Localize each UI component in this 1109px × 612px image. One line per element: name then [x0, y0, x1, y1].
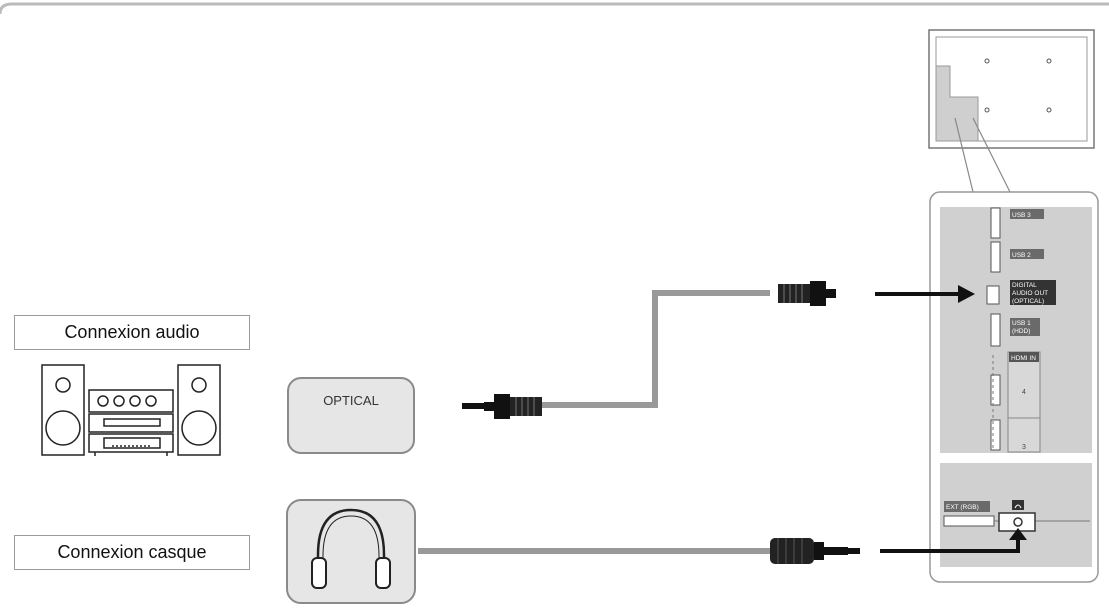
- optical-plug-left: [462, 394, 542, 419]
- digital-audio-out-label-3: (OPTICAL): [1012, 298, 1044, 305]
- hdmi-in-label: HDMI IN: [1011, 355, 1036, 362]
- optical-port-label: OPTICAL: [323, 393, 379, 408]
- optical-cable: [540, 290, 770, 408]
- optical-arrow: [875, 285, 975, 303]
- ext-rgb-label-box: [944, 501, 990, 512]
- optical-plug-right: [778, 281, 836, 306]
- headphone-socket: [1013, 517, 1023, 527]
- stereo-system-icon: [41, 364, 221, 456]
- headphones-icon: [286, 499, 416, 604]
- usb1-label-1: USB 1: [1012, 320, 1031, 327]
- digital-audio-out-label-box: [1010, 280, 1056, 305]
- hdmi-block: [1007, 351, 1041, 453]
- headphone-plug: [770, 538, 860, 564]
- usb1-label-2: (HDD): [1012, 328, 1030, 335]
- usb2-label: USB 2: [1012, 252, 1031, 259]
- usb3-label-box: [1010, 209, 1044, 219]
- top-frame-line: [0, 2, 1109, 15]
- hdmi-4-label: 4: [1022, 389, 1026, 396]
- headphone-connection-label: Connexion casque: [14, 535, 250, 570]
- tv-back-icon: [928, 29, 1095, 149]
- port-slots: [986, 207, 1001, 451]
- zoom-line-right: [972, 117, 1011, 193]
- usb3-label: USB 3: [1012, 212, 1031, 219]
- hdmi-3-label: 3: [1022, 444, 1026, 451]
- headphone-arrow: [880, 528, 1027, 553]
- headphone-jack-icon: [1014, 504, 1022, 509]
- usb2-label-box: [1010, 249, 1044, 259]
- hdmi-in-label-box: [1009, 352, 1039, 362]
- zoom-line-left: [954, 117, 974, 193]
- ext-rgb-label: EXT (RGB): [946, 504, 979, 511]
- usb1-label-box: [1010, 318, 1040, 336]
- optical-port-box: OPTICAL: [287, 377, 415, 454]
- audio-connection-label: Connexion audio: [14, 315, 250, 350]
- ext-rgb-slot: [943, 515, 995, 527]
- digital-audio-out-label-2: AUDIO OUT: [1012, 290, 1048, 297]
- digital-audio-out-label-1: DIGITAL: [1012, 282, 1037, 289]
